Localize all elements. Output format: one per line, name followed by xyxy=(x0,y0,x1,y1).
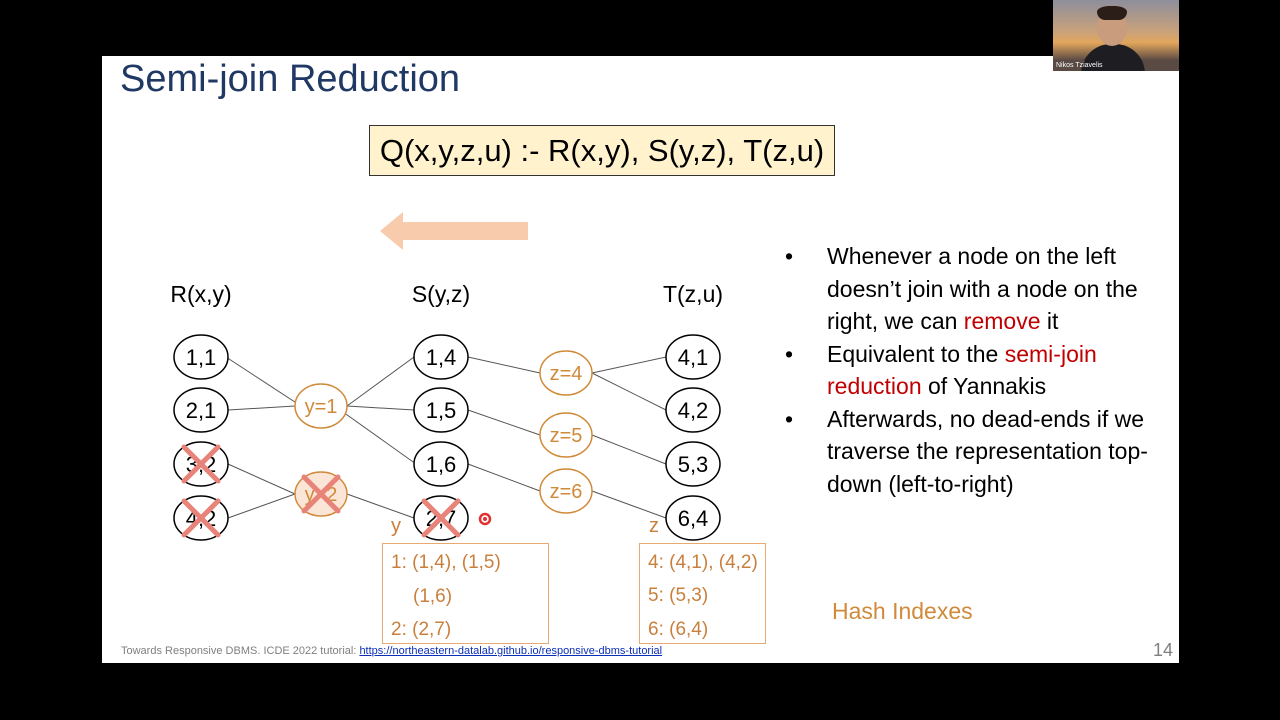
footer-link[interactable]: https://northeastern-datalab.github.io/r… xyxy=(359,645,663,657)
join-edge xyxy=(227,405,296,411)
tuple-node xyxy=(413,441,469,487)
hash-indexes-label: Hash Indexes xyxy=(832,598,973,624)
presenter-name: Nikos Tziavelis xyxy=(1056,62,1103,69)
page-number: 14 xyxy=(1153,640,1174,660)
y-index-line: 2: (2,7) xyxy=(391,619,452,640)
z-index-line: 6: (6,4) xyxy=(648,619,709,640)
z-index-line: 4: (4,1), (4,2) xyxy=(648,552,758,573)
tuple-node xyxy=(173,387,229,433)
join-edge xyxy=(591,372,667,411)
tuple-label: 1,1 xyxy=(186,345,217,370)
tuple-node xyxy=(665,441,721,487)
tuple-node xyxy=(413,387,469,433)
join-edge xyxy=(591,356,667,374)
join-value-label: z=4 xyxy=(550,363,583,385)
join-value-node xyxy=(539,350,593,396)
bullet-dot-icon: • xyxy=(785,340,794,367)
z-index-line: 5: (5,3) xyxy=(648,585,709,606)
join-edge xyxy=(342,411,417,465)
join-edge xyxy=(467,409,541,436)
bullet-item-3: • Afterwards, no dead-ends if we travers… xyxy=(785,403,1185,501)
join-edge xyxy=(346,405,415,411)
tuple-node xyxy=(413,334,469,380)
footer: Towards Responsive DBMS. ICDE 2022 tutor… xyxy=(121,645,662,657)
join-edge xyxy=(227,493,296,519)
tuple-node xyxy=(665,334,721,380)
tuple-label: 1,5 xyxy=(426,398,457,423)
y-index-line: 1: (1,4), (1,5) xyxy=(391,552,501,573)
y-index-line: (1,6) xyxy=(413,586,453,607)
tuple-label: 4,2 xyxy=(678,398,709,423)
removed-cross-icon xyxy=(421,498,461,538)
left-arrow-icon xyxy=(380,212,528,250)
y-index-key: y xyxy=(391,515,401,537)
laser-pointer-center-icon xyxy=(483,517,487,521)
query-box: Q(x,y,z,u) :- R(x,y), S(y,z), T(z,u) xyxy=(369,125,835,176)
removed-cross-icon xyxy=(301,474,341,514)
relation-label: T(z,u) xyxy=(663,281,723,307)
presenter-hair xyxy=(1097,6,1127,20)
join-edge xyxy=(346,356,415,407)
tuple-label: 4,1 xyxy=(678,345,709,370)
join-edge xyxy=(227,463,296,495)
tuple-label: 1,6 xyxy=(426,452,457,477)
join-value-node xyxy=(294,383,348,429)
removed-cross-icon xyxy=(181,498,221,538)
join-value-label: z=5 xyxy=(550,425,583,447)
tuple-node xyxy=(665,495,721,541)
join-edge xyxy=(467,356,541,374)
z-index-key: z xyxy=(649,515,659,537)
join-value-node xyxy=(539,412,593,458)
tuple-label: 5,3 xyxy=(678,452,709,477)
join-value-label: z=6 xyxy=(550,481,583,503)
tuple-node xyxy=(173,334,229,380)
join-edge xyxy=(591,434,667,465)
bullet-item-2: • Equivalent to the semi-join reduction … xyxy=(785,338,1185,403)
bullet-dot-icon: • xyxy=(785,405,794,432)
join-edge xyxy=(591,490,667,519)
relation-label: R(x,y) xyxy=(170,281,231,307)
join-value-label: y=1 xyxy=(305,396,338,418)
tuple-label: 6,4 xyxy=(678,506,709,531)
join-value-node xyxy=(539,468,593,514)
z-hash-index-box: 4: (4,1), (4,2) 5: (5,3) 6: (6,4) xyxy=(639,543,766,644)
join-edge xyxy=(346,493,415,519)
y-hash-index-box: 1: (1,4), (1,5) (1,6) 2: (2,7) xyxy=(382,543,549,644)
bullet-dot-icon: • xyxy=(785,243,794,269)
join-edge xyxy=(225,356,302,407)
tuple-label: 1,4 xyxy=(426,345,457,370)
relation-label: S(y,z) xyxy=(412,281,470,307)
removed-cross-icon xyxy=(181,444,221,484)
tuple-label: 2,1 xyxy=(186,398,217,423)
bullet-item-1: • Whenever a node on the left doesn’t jo… xyxy=(785,240,1185,338)
footer-text: Towards Responsive DBMS. ICDE 2022 tutor… xyxy=(121,645,360,657)
query-text: Q(x,y,z,u) :- R(x,y), S(y,z), T(z,u) xyxy=(379,132,825,168)
bullet-list: • Whenever a node on the left doesn’t jo… xyxy=(785,240,1185,500)
slide-title: Semi-join Reduction xyxy=(120,58,461,100)
tuple-node xyxy=(665,387,721,433)
webcam-overlay: Nikos Tziavelis xyxy=(1053,0,1179,71)
join-edge xyxy=(467,463,541,492)
